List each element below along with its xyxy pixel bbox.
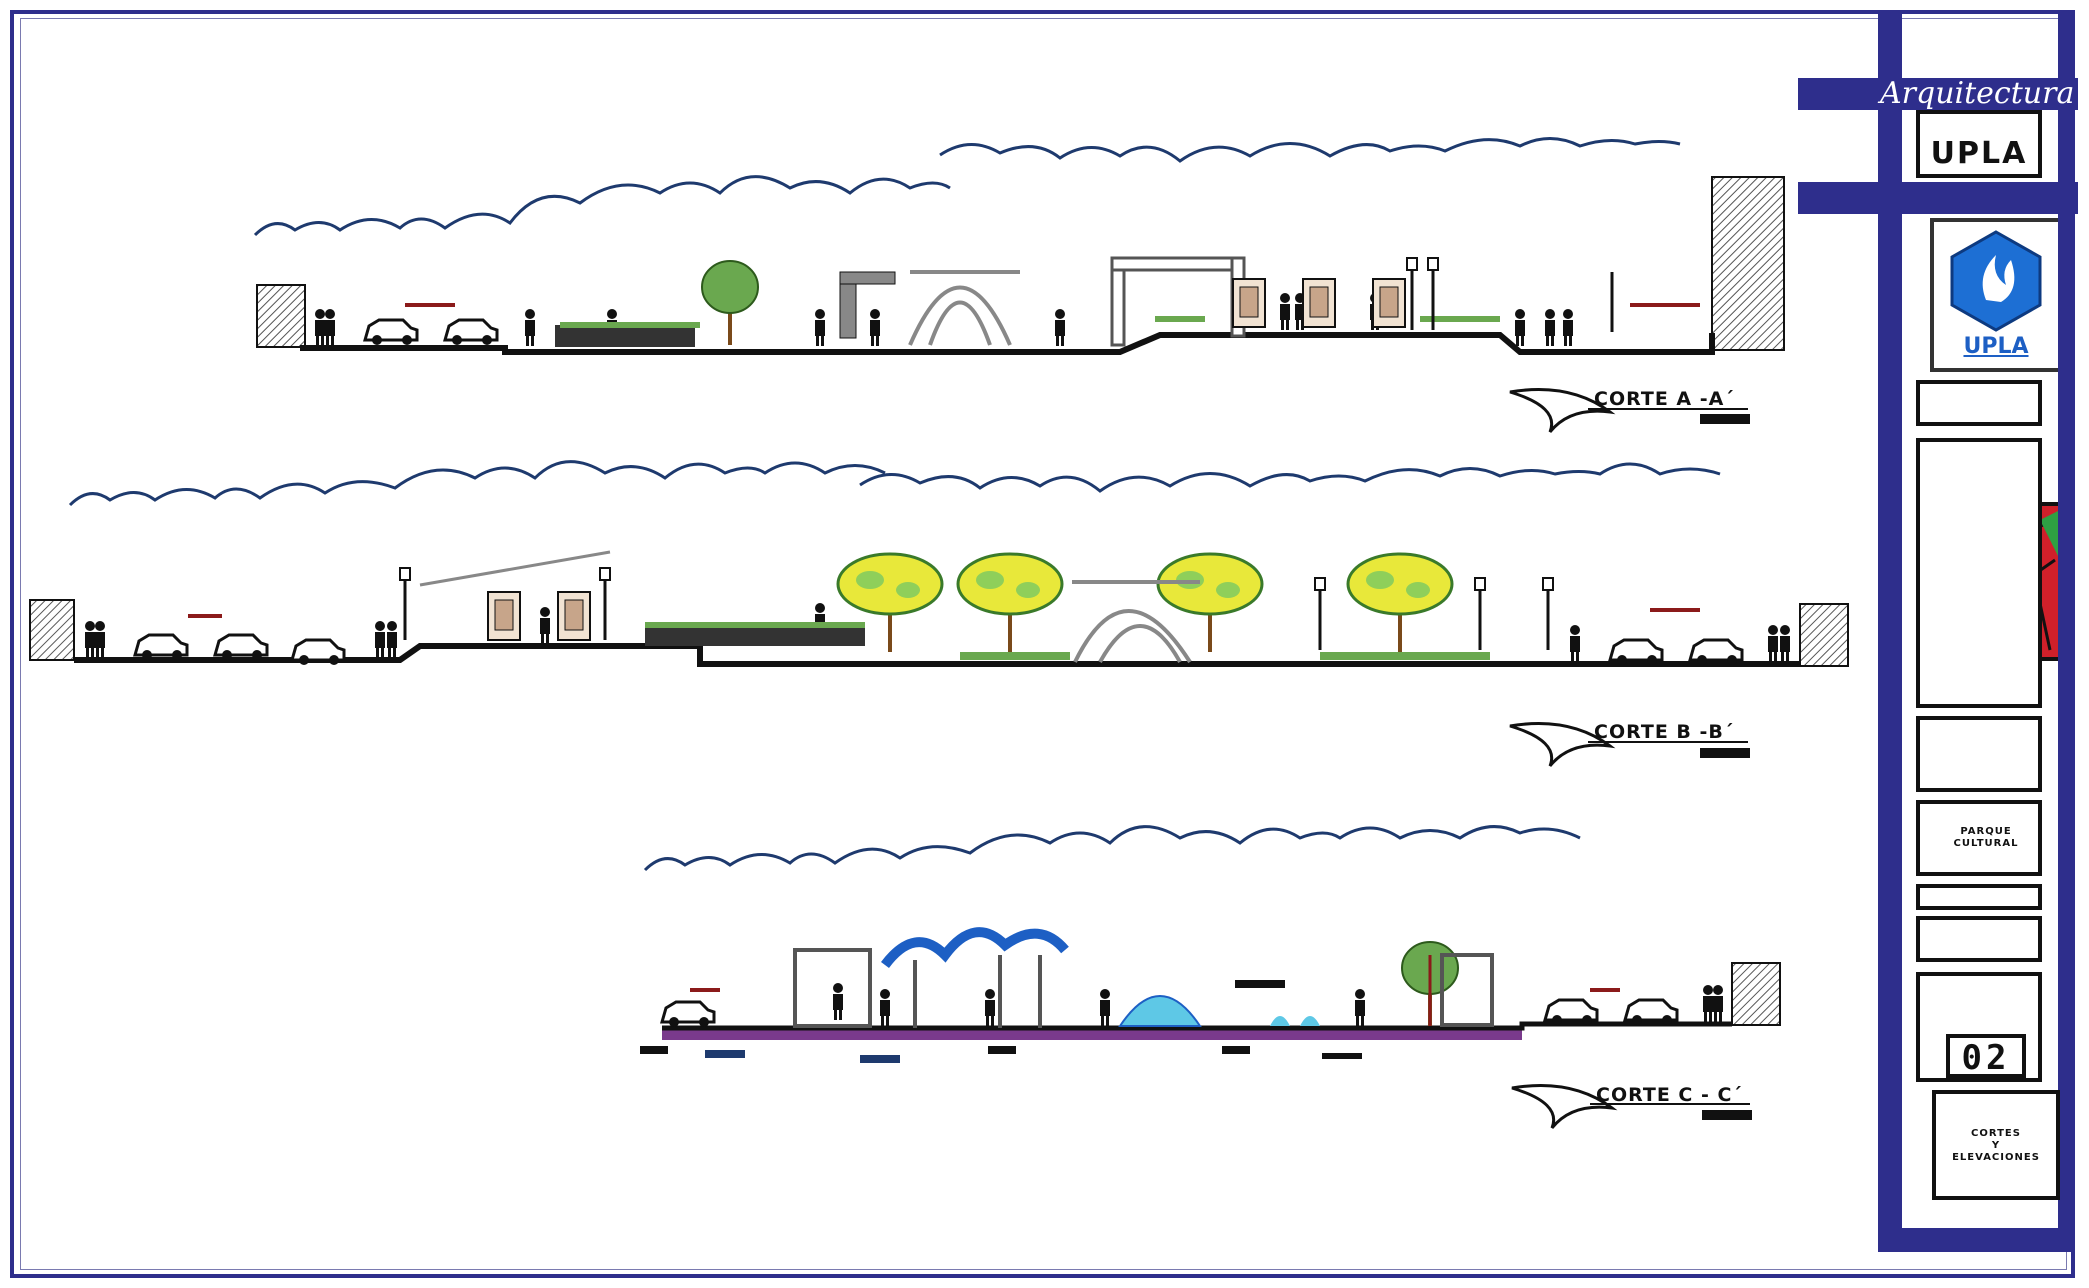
section-a-arrow <box>1509 388 1616 433</box>
sheet-number: 02 <box>1961 1038 2011 1078</box>
hatched-wall-left-a <box>256 284 306 348</box>
project-name-line2: CULTURAL <box>1953 838 2019 849</box>
purple-floor-c <box>662 1028 1522 1040</box>
section-a-drawing <box>253 137 1785 355</box>
ground-line-a <box>300 332 1715 355</box>
sheet-frame <box>10 10 2075 1278</box>
title-block-header-bar <box>1798 78 2078 110</box>
section-c-drawing <box>640 825 1781 1063</box>
cloud-line-a <box>253 137 1681 237</box>
title-block-header-bar-2 <box>1798 182 2078 214</box>
info-box-1 <box>1916 716 2042 792</box>
fountain <box>1118 994 1202 1027</box>
sheet-title-line3: ELEVACIONES <box>1952 1152 2040 1163</box>
section-c-arrow <box>1511 1084 1618 1129</box>
university-short: UPLA <box>1930 136 2028 171</box>
hatched-wall-right-a <box>1711 176 1785 351</box>
cloud-line-b <box>68 460 1721 507</box>
sheet-title-line2: Y <box>1991 1140 2001 1151</box>
sheet-number-frame: 02 <box>1946 1034 2026 1078</box>
upla-logo <box>1930 218 2062 372</box>
ground-line-c <box>662 1021 1732 1031</box>
location-box <box>1916 438 2042 708</box>
cloud-line-c <box>643 825 1581 872</box>
title-block-band-right <box>2058 14 2072 1252</box>
hatched-wall-right-b <box>1799 603 1849 667</box>
arch-structure-b <box>1072 580 1200 664</box>
section-b-drawing <box>29 460 1849 667</box>
hatched-wall-left-b <box>29 599 75 661</box>
student-box <box>1916 380 2042 426</box>
sheet-title-line1: CORTES <box>1971 1128 2021 1139</box>
info-box-2 <box>1916 884 2042 910</box>
section-b-arrow <box>1509 722 1616 767</box>
section-b-label: CORTE B -B´ <box>1594 721 1735 743</box>
title-block-band-bottom <box>1878 1228 2073 1252</box>
logo-caption: UPLA <box>1963 334 2029 359</box>
sheet-number-box: 02 <box>1916 972 2042 1082</box>
arch-structure-a <box>908 270 1020 346</box>
project-box: PARQUE CULTURAL <box>1916 800 2042 876</box>
university-box: UPLA <box>1916 110 2042 178</box>
hatched-wall-right-c <box>1731 962 1781 1026</box>
section-a-label: CORTE A -A´ <box>1594 388 1735 410</box>
blue-canopy <box>881 927 1069 969</box>
info-box-3 <box>1916 916 2042 962</box>
section-c-label: CORTE C - C´ <box>1596 1084 1743 1106</box>
sheet-title-box: CORTES Y ELEVACIONES <box>1932 1090 2060 1200</box>
title-block-band-left <box>1878 14 1902 1252</box>
header-script: Arquitectura <box>1880 76 2075 111</box>
project-name-line1: PARQUE <box>1960 826 2012 837</box>
